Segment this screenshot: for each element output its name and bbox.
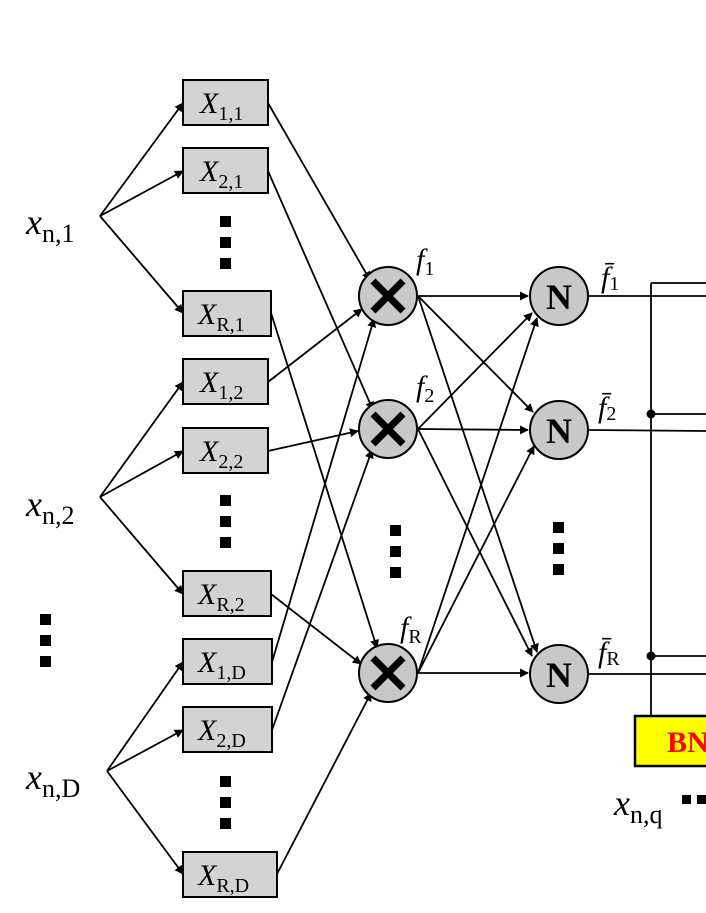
edge-inD-box2D (106, 729, 184, 772)
edge-boxR1-fR (270, 312, 379, 649)
edge-in2-box12 (99, 381, 184, 498)
svg-text:BN: BN (667, 726, 706, 759)
edge-box1D-f1 (271, 318, 377, 663)
ellipsis-group-D (220, 776, 231, 829)
svg-text:X2,1: X2,1 (199, 155, 243, 193)
svg-text:X2,D: X2,D (197, 714, 246, 752)
ellipsis-group-1 (220, 216, 231, 269)
edge-n2-out (587, 429, 706, 432)
membership-box-1-D: X1,D (182, 638, 273, 685)
edge-inD-boxRD (106, 770, 184, 875)
membership-box-2-1: X2,1 (182, 147, 269, 194)
input-label-2: xn,2 (25, 484, 74, 530)
svg-text:N: N (546, 655, 572, 695)
edge-f1-n2 (417, 295, 534, 413)
connection-lines (99, 102, 706, 875)
edge-fR-n1 (417, 317, 539, 674)
norm-node-2: N f̄2 (529, 391, 616, 460)
edge-in1-box21 (99, 170, 184, 217)
edge-box11-f1 (267, 102, 371, 281)
norm-label-1: f̄1 (601, 261, 619, 295)
junction-dot-R (646, 651, 656, 661)
membership-box-1-2: X1,2 (182, 358, 269, 405)
product-node-2: f2 (358, 370, 434, 459)
product-node-R: fR (358, 611, 422, 703)
edge-f1-nR (417, 295, 539, 653)
svg-text:N: N (546, 277, 572, 317)
membership-box-R-1: XR,1 (182, 290, 272, 337)
norm-node-R: N f̄R (529, 636, 620, 704)
svg-text:N: N (546, 411, 572, 451)
multiply-icon (370, 411, 406, 447)
norm-node-1: N f̄1 (529, 261, 619, 326)
edge-box21-f2 (267, 170, 374, 411)
input-label-1: xn,1 (25, 202, 74, 248)
edge-box22-f2 (267, 428, 359, 452)
product-label-1: f1 (416, 243, 434, 280)
ellipsis-inputs (40, 614, 51, 667)
svg-text:XR,1: XR,1 (197, 298, 245, 336)
edge-in2-boxR2 (99, 496, 184, 595)
membership-box-2-2: X2,2 (182, 427, 269, 474)
norm-label-2: f̄2 (598, 391, 616, 425)
membership-box-2-D: X2,D (182, 706, 273, 753)
edge-box12-f1 (267, 308, 363, 383)
ellipsis-query (682, 795, 706, 804)
edge-in1-box11 (99, 102, 184, 217)
multiply-icon (370, 655, 406, 691)
svg-text:X1,2: X1,2 (199, 366, 243, 404)
edge-f2-n1 (417, 312, 533, 430)
query-input-label: xn,q (613, 783, 662, 829)
batch-norm-box: BN (633, 714, 706, 768)
multiply-icon (370, 278, 406, 314)
edge-fR-n2 (417, 445, 535, 674)
norm-label-R: f̄R (598, 636, 620, 670)
input-label-D: xn,D (25, 757, 80, 803)
edge-boxR2-fR (270, 593, 362, 665)
edge-in2-box22 (99, 450, 184, 498)
edge-inD-box1D (106, 661, 184, 772)
membership-box-1-1: X1,1 (182, 79, 269, 126)
edge-in1-boxR1 (99, 215, 184, 314)
edge-f2-n2 (417, 425, 529, 435)
edge-boxRD-fR (276, 692, 372, 875)
ellipsis-product-nodes (390, 525, 401, 578)
product-node-1: f1 (358, 243, 434, 326)
ellipsis-norm-nodes (553, 522, 564, 575)
product-label-2: f2 (416, 370, 434, 407)
membership-box-R-2: XR,2 (182, 570, 272, 617)
svg-text:X1,1: X1,1 (199, 87, 243, 125)
membership-box-R-D: XR,D (182, 851, 278, 898)
svg-text:X2,2: X2,2 (199, 435, 243, 473)
svg-text:XR,D: XR,D (197, 859, 249, 897)
junction-dot-2 (646, 409, 656, 419)
svg-text:X1,D: X1,D (197, 646, 246, 684)
edge-box2D-f2 (271, 449, 374, 731)
edge-f2-nR (417, 428, 533, 657)
ellipsis-group-2 (220, 495, 231, 548)
product-label-R: fR (400, 611, 422, 648)
svg-text:XR,2: XR,2 (197, 578, 245, 616)
